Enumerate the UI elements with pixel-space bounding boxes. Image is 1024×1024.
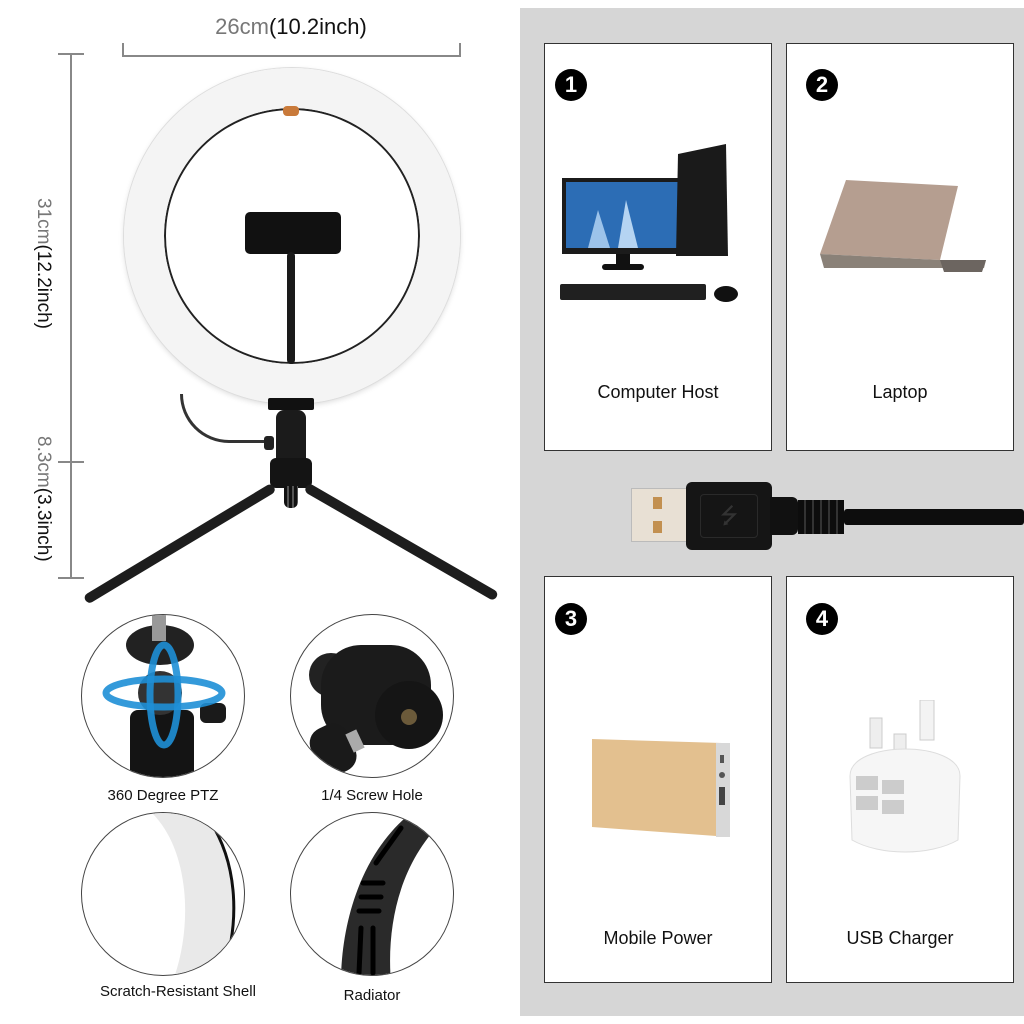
height-metric: 31cm (33, 198, 54, 245)
usb-strain-relief (798, 500, 844, 534)
screw-hole-detail-circle (290, 614, 454, 778)
feature-label-screw-hole: 1/4 Screw Hole (321, 787, 423, 804)
card-label-mobile-power: Mobile Power (603, 928, 713, 948)
radiator-vent-icon (341, 813, 441, 975)
card-label-usb-charger: USB Charger (846, 928, 954, 948)
height-imperial: (12.2inch) (33, 244, 54, 329)
feature-label-ptz: 360 Degree PTZ (107, 787, 219, 804)
width-metric: 26cm (215, 14, 269, 39)
feature-label-shell: Scratch-Resistant Shell (100, 983, 256, 1000)
phone-holder-icon (245, 212, 341, 254)
base-height-dimension-label: 8.3cm(3.3inch) (32, 436, 54, 562)
badge-2: 2 (806, 69, 838, 101)
screw-hole-icon (309, 645, 443, 776)
usb-plug-metal (631, 488, 690, 542)
usb-pin-top (653, 497, 662, 509)
width-dimension-tick-left (122, 43, 124, 57)
shell-detail-circle (81, 812, 245, 976)
usb-symbol-icon: ⭍ (700, 494, 758, 538)
width-dimension-label: 26cm(10.2inch) (122, 14, 460, 40)
usb-pin-bottom (653, 521, 662, 533)
tripod-leg-right (303, 482, 500, 602)
tripod-leg-left (82, 482, 277, 605)
width-dimension-line (122, 55, 460, 57)
ring-mount (268, 398, 314, 410)
ball-head-icon (102, 615, 226, 777)
tripod-center-lock (284, 486, 298, 508)
base-height-metric: 8.3cm (33, 436, 54, 488)
badge-3: 3 (555, 603, 587, 635)
badge-4: 4 (806, 603, 838, 635)
width-dimension-tick-right (459, 43, 461, 57)
laptop-icon (820, 180, 986, 272)
power-bank-icon (592, 739, 730, 837)
ring-connector (283, 106, 299, 116)
ptz-detail-circle (81, 614, 245, 778)
power-cable (180, 394, 273, 443)
gooseneck-arm (287, 252, 295, 364)
tripod-hub (270, 458, 312, 488)
usb-plug-neck (770, 497, 798, 535)
badge-1: 1 (555, 69, 587, 101)
width-imperial: (10.2inch) (268, 14, 367, 39)
usb-plug-icon: ⭍ (686, 482, 772, 550)
radiator-detail-circle (290, 812, 454, 976)
feature-label-radiator: Radiator (343, 987, 401, 1004)
base-height-imperial: (3.3inch) (33, 487, 54, 562)
white-shell-icon (152, 813, 236, 975)
usb-charger-icon (849, 700, 961, 853)
height-dimension-tick-top (58, 53, 84, 55)
usb-cable (844, 509, 1024, 525)
ball-head-knob (264, 436, 274, 450)
desktop-computer-icon (560, 144, 738, 302)
card-label-computer-host: Computer Host (597, 382, 719, 402)
height-dimension-line (70, 53, 72, 579)
height-dimension-tick-mid (58, 461, 84, 463)
height-dimension-label: 31cm(12.2inch) (32, 198, 54, 329)
height-dimension-tick-bottom (58, 577, 84, 579)
card-label-laptop: Laptop (872, 382, 928, 402)
